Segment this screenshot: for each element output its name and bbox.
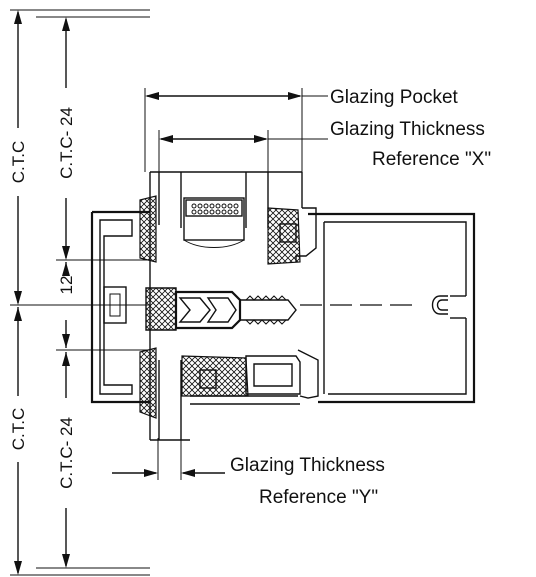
- dim-ctc24-bottom: C.T.C- 24: [57, 417, 76, 489]
- label-glazing-pocket: Glazing Pocket: [330, 87, 459, 108]
- label-reference-x: Reference "X": [372, 149, 491, 170]
- label-glazing-thickness-bottom: Glazing Thickness: [230, 455, 385, 476]
- dimension-lines: [10, 9, 150, 576]
- label-reference-y: Reference "Y": [259, 487, 378, 508]
- top-dimension-lines: [112, 88, 328, 480]
- dim-ctc-top: C.T.C: [9, 141, 28, 184]
- dim-twelve: 12: [57, 276, 76, 295]
- dim-ctc-bottom: C.T.C: [9, 408, 28, 451]
- dim-ctc24-top: C.T.C- 24: [57, 107, 76, 179]
- mullion-profile: [36, 171, 476, 441]
- label-glazing-thickness-top: Glazing Thickness: [330, 119, 485, 140]
